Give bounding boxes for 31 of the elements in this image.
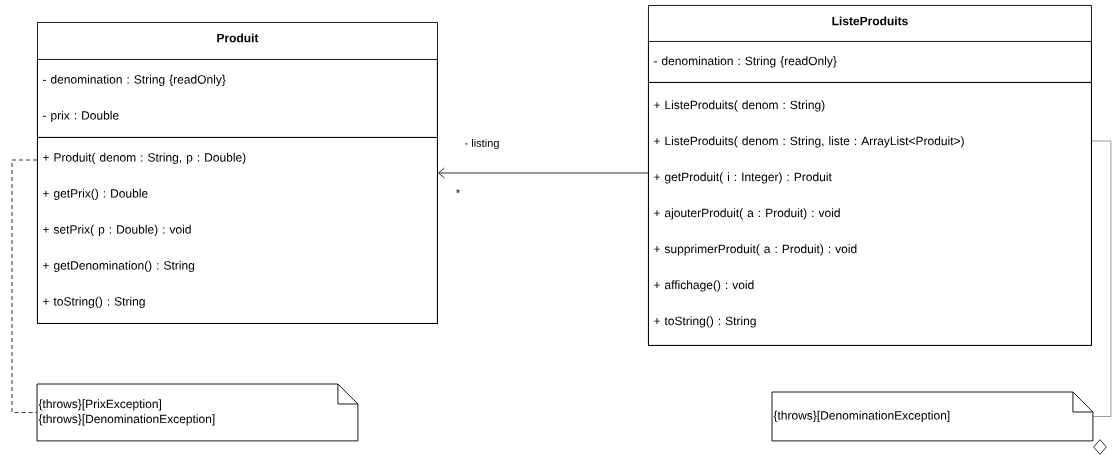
class-name: Produit (217, 33, 259, 43)
class-compartment (648, 82, 1092, 346)
member-text: + ListeProduits( denom : String) (654, 100, 825, 112)
member-text: + getDenomination() : String (43, 260, 195, 273)
note-shape (36, 383, 359, 442)
note-text: {throws}[DenominationException] (38, 414, 215, 426)
member-text: - denomination : String {readOnly} (43, 74, 226, 87)
class-name: ListeProduits (832, 16, 908, 26)
edge-label: - listing (465, 138, 499, 150)
class-compartment (37, 59, 438, 138)
member-text: + ajouterProduit( a : Produit) : void (654, 208, 840, 220)
member-text: + supprimerProduit( a : Produit) : void (654, 244, 857, 256)
note-text: {throws}[PrixException] (38, 399, 161, 411)
class-compartment (648, 41, 1092, 83)
connector (11, 159, 38, 413)
note-text: {throws}[DenominationException] (773, 410, 950, 423)
class-compartment (37, 137, 438, 324)
connector (438, 167, 649, 179)
member-text: - denomination : String {readOnly} (654, 56, 837, 68)
member-text: + toString() : String (654, 316, 756, 328)
member-text: + toString() : String (43, 296, 145, 309)
member-text: + setPrix( p : Double) : void (43, 224, 191, 237)
member-text: - prix : Double (43, 110, 119, 123)
member-text: + Produit( denom : String, p : Double) (43, 152, 246, 165)
member-text: + ListeProduits( denom : String, liste : ArrayList<Produit>) (654, 136, 964, 148)
connector (1091, 140, 1112, 417)
note-shape (771, 391, 1094, 442)
member-text: + getProduit( i : Integer) : Produit (654, 172, 832, 184)
member-text: + affichage() : void (654, 280, 754, 292)
multiplicity: * (456, 189, 460, 194)
member-text: + getPrix() : Double (43, 188, 148, 201)
